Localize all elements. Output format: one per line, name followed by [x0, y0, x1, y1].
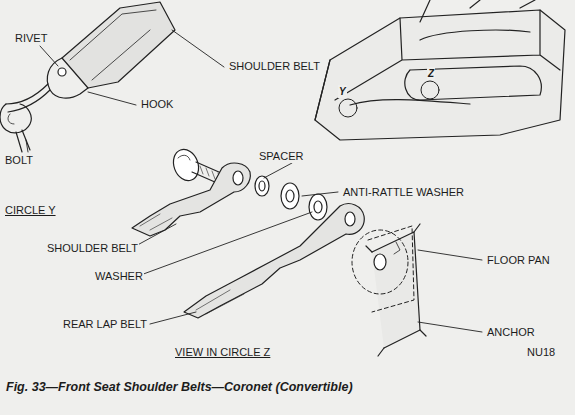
part-label: WASHER: [94, 270, 144, 283]
part-label: SHOULDER BELT: [46, 242, 139, 255]
part-label: NU18: [526, 346, 556, 359]
circle-letter: Y: [338, 85, 347, 98]
part-label: ANTI-RATTLE WASHER: [342, 186, 465, 199]
part-label: VIEW IN CIRCLE Z: [174, 346, 271, 359]
part-label: RIVET: [14, 32, 48, 45]
part-label: ANCHOR: [486, 326, 536, 339]
part-label: SPACER: [258, 150, 304, 163]
part-label: SHOULDER BELT: [228, 60, 321, 73]
part-label: HOOK: [140, 98, 174, 111]
part-label: CIRCLE Y: [4, 204, 57, 217]
circle-letter: Z: [427, 67, 435, 80]
part-label: FLOOR PAN: [486, 254, 551, 267]
part-label: REAR LAP BELT: [62, 318, 148, 331]
part-label: BOLT: [4, 154, 34, 167]
figure-caption: Fig. 33—Front Seat Shoulder Belts—Corone…: [6, 380, 353, 394]
